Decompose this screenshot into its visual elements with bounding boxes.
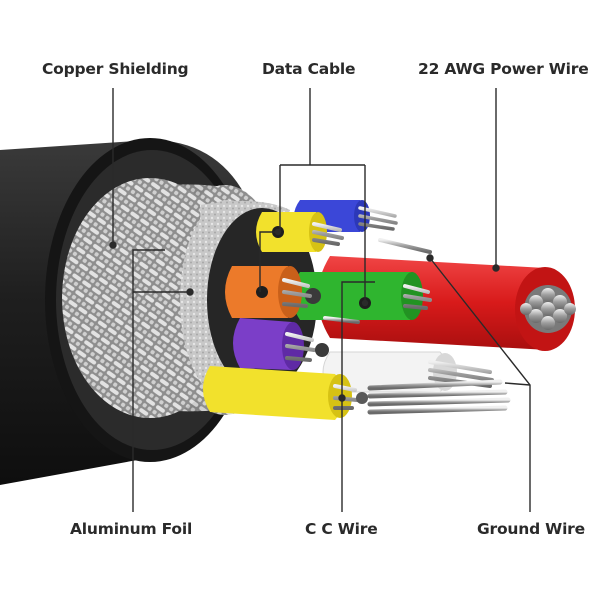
label-aluminum-foil: Aluminum Foil [70, 520, 193, 538]
label-ground-wire: Ground Wire [477, 520, 585, 538]
purple-wire [233, 318, 329, 370]
label-copper-shielding: Copper Shielding [42, 60, 189, 78]
label-power-wire: 22 AWG Power Wire [418, 60, 589, 78]
red-wire-strands [520, 285, 576, 333]
label-cc-wire: C C Wire [305, 520, 378, 538]
orange-wire [225, 266, 312, 318]
yellow-data-wire [256, 212, 344, 252]
green-wire [292, 272, 432, 320]
leader-lines [109, 88, 531, 512]
leader-aluminum-foil [132, 249, 165, 512]
label-data-cable: Data Cable [262, 60, 356, 78]
ground-wire-bundle [323, 238, 511, 415]
